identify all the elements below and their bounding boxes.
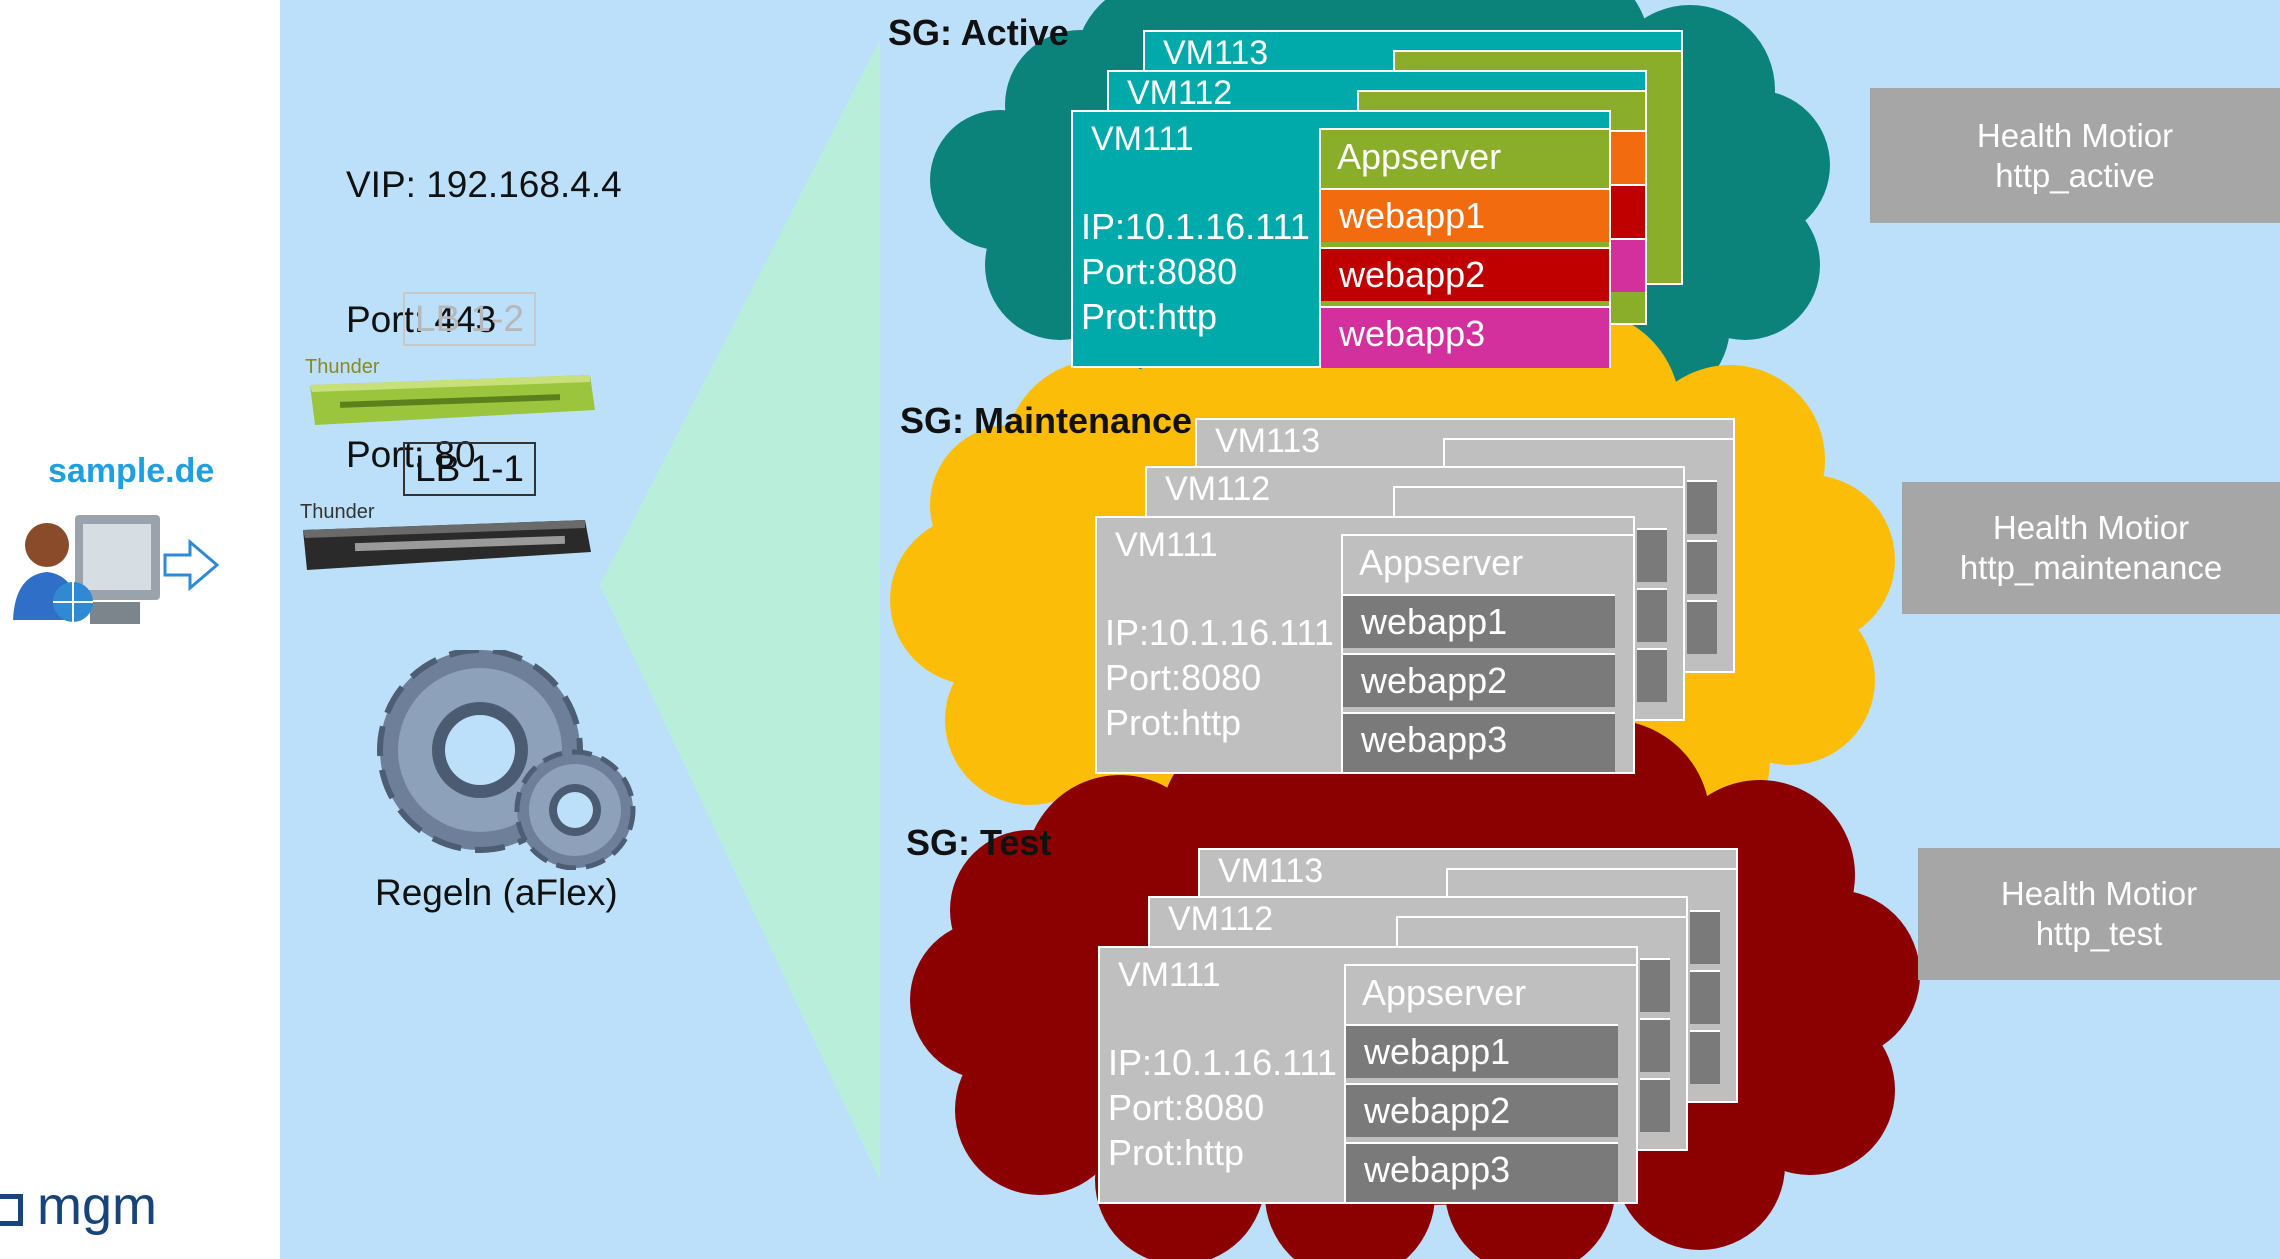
vm-name: VM111: [1091, 120, 1194, 158]
webapp-item: webapp3: [1346, 1142, 1618, 1202]
vm-ip: IP:10.1.16.111: [1108, 1042, 1337, 1083]
thunder-appliance-icon: Thunder: [300, 501, 591, 570]
appserver-box: Appserver webapp1 webapp2 webapp3: [1344, 964, 1638, 1204]
sg-active-label: SG: Active: [888, 12, 1069, 53]
vm-name: VM113: [1215, 422, 1321, 460]
sg-maintenance-label: SG: Maintenance: [900, 400, 1193, 441]
vm-name: VM112: [1168, 900, 1274, 938]
appserver-title: Appserver: [1362, 972, 1527, 1013]
health-name: http_test: [2035, 915, 2163, 952]
client-domain-label: sample.de: [48, 452, 215, 490]
health-name: http_active: [1995, 156, 2155, 194]
health-monitor-active: Health Motior http_active: [1870, 88, 2280, 223]
vm-name: VM111: [1118, 956, 1221, 994]
webapp-item: webapp1: [1346, 1024, 1618, 1078]
health-monitor-maintenance: Health Motior http_maintenance: [1902, 482, 2280, 614]
vm-name: VM111: [1115, 526, 1218, 564]
vip-port-443: Port: 443: [346, 299, 497, 340]
vm-ip: IP:10.1.16.111: [1081, 206, 1310, 247]
vm-port: Port:8080: [1108, 1087, 1265, 1128]
vm-name: VM113: [1218, 852, 1324, 890]
fan-triangle: [600, 40, 880, 1180]
vip-port-80: Port: 80: [346, 434, 476, 475]
health-title: Health Motior: [1992, 509, 2190, 546]
webapp-item: webapp3: [1343, 712, 1615, 772]
mgm-logo-icon: mgm: [0, 1175, 157, 1237]
client-computer-icon: [13, 515, 220, 624]
lb-1-1-label: LB 1-1: [403, 442, 537, 496]
vip-address: VIP: 192.168.4.4: [346, 164, 622, 205]
webapp-item: webapp2: [1321, 247, 1609, 301]
webapp-item: webapp3: [1321, 306, 1609, 368]
vm-port: Port:8080: [1081, 251, 1238, 292]
vm-name: VM113: [1163, 34, 1269, 72]
appserver-box: Appserver webapp1 webapp2 webapp3: [1319, 128, 1611, 368]
rules-label: Regeln (aFlex): [375, 872, 618, 913]
appserver-title: Appserver: [1337, 136, 1502, 177]
webapp-item: webapp1: [1321, 188, 1609, 242]
health-title: Health Motior: [2000, 875, 2198, 912]
vm-prot: Prot:http: [1081, 296, 1218, 337]
vm-port: Port:8080: [1105, 657, 1262, 698]
vm-ip: IP:10.1.16.111: [1105, 612, 1334, 653]
health-monitor-test: Health Motior http_test: [1918, 848, 2280, 980]
thunder-brand-text: Thunder: [300, 501, 375, 523]
thunder-brand-text: Thunder: [305, 356, 380, 378]
webapp-item: webapp2: [1343, 653, 1615, 707]
lb-1-2-label: LB 1-2: [403, 292, 537, 346]
vm-prot: Prot:http: [1105, 702, 1242, 743]
gears-icon: [377, 650, 636, 870]
vip-info: VIP: 192.168.4.4 Port: 443 Port: 80: [346, 72, 622, 522]
thunder-appliance-icon: Thunder: [305, 356, 595, 425]
appserver-box: Appserver webapp1 webapp2 webapp3: [1341, 534, 1635, 774]
appserver-title: Appserver: [1359, 542, 1524, 583]
health-name: http_maintenance: [1959, 549, 2223, 586]
webapp-item: webapp2: [1346, 1083, 1618, 1137]
arrow-right-icon: [163, 538, 220, 592]
vm-name: VM112: [1165, 470, 1271, 508]
health-title: Health Motior: [1976, 116, 2174, 154]
sg-test-label: SG: Test: [906, 822, 1052, 863]
webapp-item: webapp1: [1343, 594, 1615, 648]
vm-prot: Prot:http: [1108, 1132, 1245, 1173]
vm-name: VM112: [1127, 74, 1233, 112]
logo-text: mgm: [37, 1176, 157, 1236]
